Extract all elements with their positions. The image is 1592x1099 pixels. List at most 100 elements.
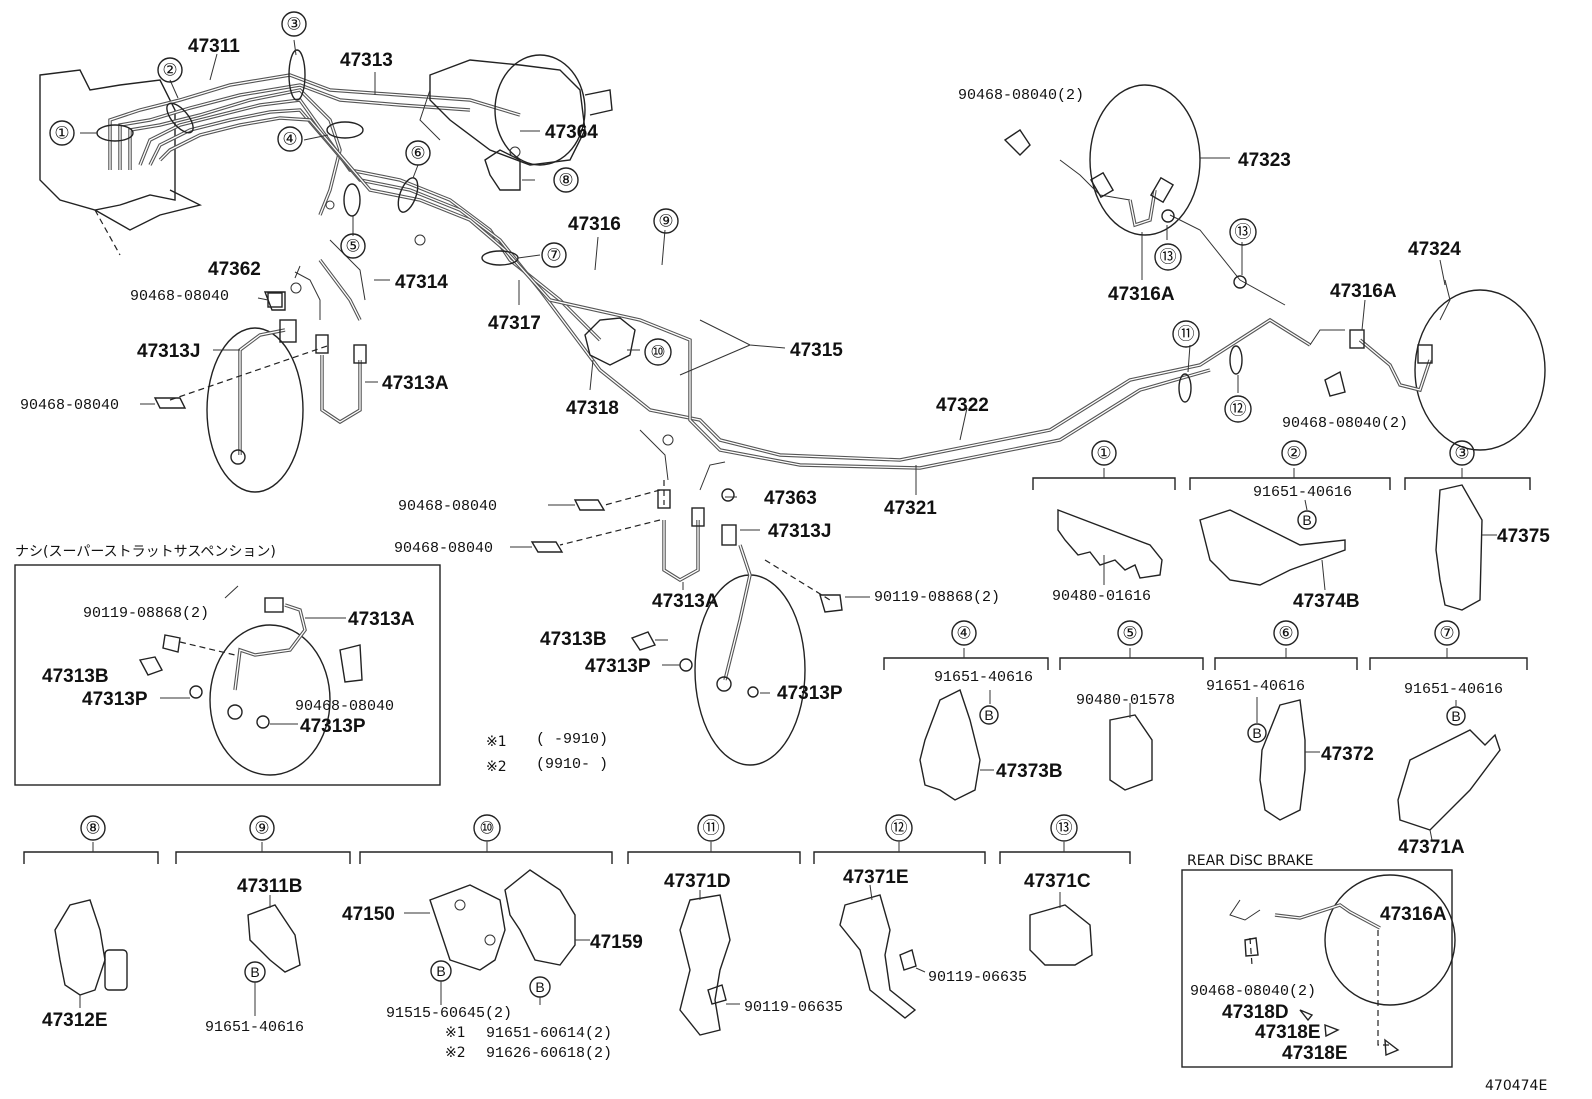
b-marker: B: [250, 964, 259, 980]
b-marker: B: [1451, 708, 1460, 724]
hw-91626-60618-2: 91626-60618(2): [486, 1045, 612, 1062]
b-marker: B: [535, 979, 544, 995]
hw-91651-40616-d: 91651-40616: [1404, 681, 1503, 698]
label-47318D: 47318D: [1222, 1002, 1289, 1023]
label-47371E: 47371E: [843, 867, 909, 888]
hw-90468-08040-d: 90468-08040: [394, 540, 493, 557]
part-labels: 47311 47313 47364 47316 47362 47314 4731…: [42, 36, 1550, 1064]
hw-90468-08040-a: 90468-08040: [130, 288, 229, 305]
hw-90468-08040-2-top: 90468-08040(2): [958, 87, 1084, 104]
b-marker: B: [1302, 512, 1311, 528]
center-brake-hoses: [530, 317, 843, 766]
notes: ナシ(スーパーストラットサスペンション) ※1 ( -9910) ※2 (991…: [15, 544, 1547, 1094]
inset-label-47313A: 47313A: [348, 609, 415, 630]
group-6: ⑥: [1278, 624, 1293, 643]
label-47323: 47323: [1238, 150, 1291, 171]
label-47317: 47317: [488, 313, 541, 334]
callout-6: ⑥: [410, 144, 425, 163]
left-front-brake-hoses: [153, 271, 367, 493]
label-47318: 47318: [566, 398, 619, 419]
hw-90119-06635-b: 90119-06635: [928, 969, 1027, 986]
callout-4: ④: [282, 130, 297, 149]
label-47363: 47363: [764, 488, 817, 509]
note-2-text: (9910- ): [536, 756, 608, 773]
rear-disc-brake-inset: [1181, 869, 1456, 1068]
note-1-text: ( -9910): [536, 731, 608, 748]
label-47159: 47159: [590, 932, 643, 953]
inset-hw-90468-08040: 90468-08040: [295, 698, 394, 715]
hw-90468-08040-b: 90468-08040: [20, 397, 119, 414]
inset-title: ナシ(スーパーストラットサスペンション): [15, 544, 276, 560]
note-2-mark: ※2: [486, 759, 507, 775]
group-8: ⑧: [85, 819, 100, 838]
callout-7: ⑦: [546, 246, 561, 265]
callout-3: ③: [286, 15, 301, 34]
callout-numbers: ① ② ③ ④ ⑤ ⑥ ⑦ ⑧ ⑨ ⑩ ⑪ ⑫ ⑬ ⑬ ① ② ③ ④ ⑤ ⑥ …: [54, 15, 1469, 838]
label-47313P-b: 47313P: [777, 683, 843, 704]
note-mark-2: ※2: [445, 1045, 466, 1061]
inset-hw-90119-08868-2: 90119-08868(2): [83, 605, 209, 622]
group-2: ②: [1286, 444, 1301, 463]
label-47375: 47375: [1497, 526, 1550, 547]
label-47313: 47313: [340, 50, 393, 71]
label-47313J-center: 47313J: [768, 521, 831, 542]
callout-13b: ⑬: [1235, 223, 1252, 242]
label-47364: 47364: [545, 122, 598, 143]
clamp-parts: [919, 484, 1501, 841]
inset-super-strut: [14, 564, 441, 786]
b-marker: B: [984, 707, 993, 723]
group-9: ⑨: [254, 819, 269, 838]
group-1: ①: [1096, 444, 1111, 463]
hw-90468-08040-2-right: 90468-08040(2): [1282, 415, 1408, 432]
hw-91651-40616-a: 91651-40616: [1253, 484, 1352, 501]
callout-circles: [49, 11, 1475, 842]
inset-label-47313B: 47313B: [42, 666, 109, 687]
note-mark-1: ※1: [445, 1025, 466, 1041]
hw-91651-40616-c: 91651-40616: [1206, 678, 1305, 695]
group-3: ③: [1454, 444, 1469, 463]
label-47316A-rear: 47316A: [1380, 904, 1447, 925]
b-marker: B: [1252, 725, 1261, 741]
callout-8: ⑧: [558, 171, 573, 190]
label-47371C: 47371C: [1024, 871, 1091, 892]
label-47316: 47316: [568, 214, 621, 235]
leader-lines: [80, 39, 1446, 694]
rear-brake-section: [1003, 84, 1546, 451]
group-12: ⑫: [891, 819, 908, 838]
hw-90468-08040-2-rear: 90468-08040(2): [1190, 983, 1316, 1000]
callout-2: ②: [162, 61, 177, 80]
hw-91651-60614-2: 91651-60614(2): [486, 1025, 612, 1042]
label-47324: 47324: [1408, 239, 1461, 260]
label-47316A-a: 47316A: [1108, 284, 1175, 305]
hw-90119-06635-a: 90119-06635: [744, 999, 843, 1016]
hw-91651-40616-e: 91651-40616: [205, 1019, 304, 1036]
label-47311B: 47311B: [237, 876, 303, 897]
label-47313A-center: 47313A: [652, 591, 719, 612]
label-47313A-left: 47313A: [382, 373, 449, 394]
b-marker: B: [436, 963, 445, 979]
callout-10: ⑩: [650, 343, 665, 362]
hw-90119-08868-2: 90119-08868(2): [874, 589, 1000, 606]
hw-90480-01616: 90480-01616: [1052, 588, 1151, 605]
label-47322: 47322: [936, 395, 989, 416]
callout-9: ⑨: [658, 212, 673, 231]
label-47374B: 47374B: [1293, 591, 1360, 612]
group-13: ⑬: [1056, 819, 1073, 838]
hardware-labels: 90468-08040(2) 90468-08040 90468-08040 9…: [20, 87, 1503, 1062]
label-47372: 47372: [1321, 744, 1374, 765]
label-47318E-b: 47318E: [1282, 1043, 1348, 1064]
label-47371D: 47371D: [664, 871, 731, 892]
label-47150: 47150: [342, 904, 395, 925]
label-47313B: 47313B: [540, 629, 607, 650]
inset-label-47313P-b: 47313P: [300, 716, 366, 737]
label-47314: 47314: [395, 272, 448, 293]
label-47311: 47311: [188, 36, 240, 57]
label-47316A-b: 47316A: [1330, 281, 1397, 302]
b-markers: B B B B B B B: [250, 512, 1460, 995]
note-1-mark: ※1: [486, 734, 507, 750]
rear-disc-brake-title: REAR DiSC BRAKE: [1187, 853, 1313, 869]
hw-90468-08040-c: 90468-08040: [398, 498, 497, 515]
label-47371A: 47371A: [1398, 837, 1465, 858]
hw-90480-01578: 90480-01578: [1076, 692, 1175, 709]
